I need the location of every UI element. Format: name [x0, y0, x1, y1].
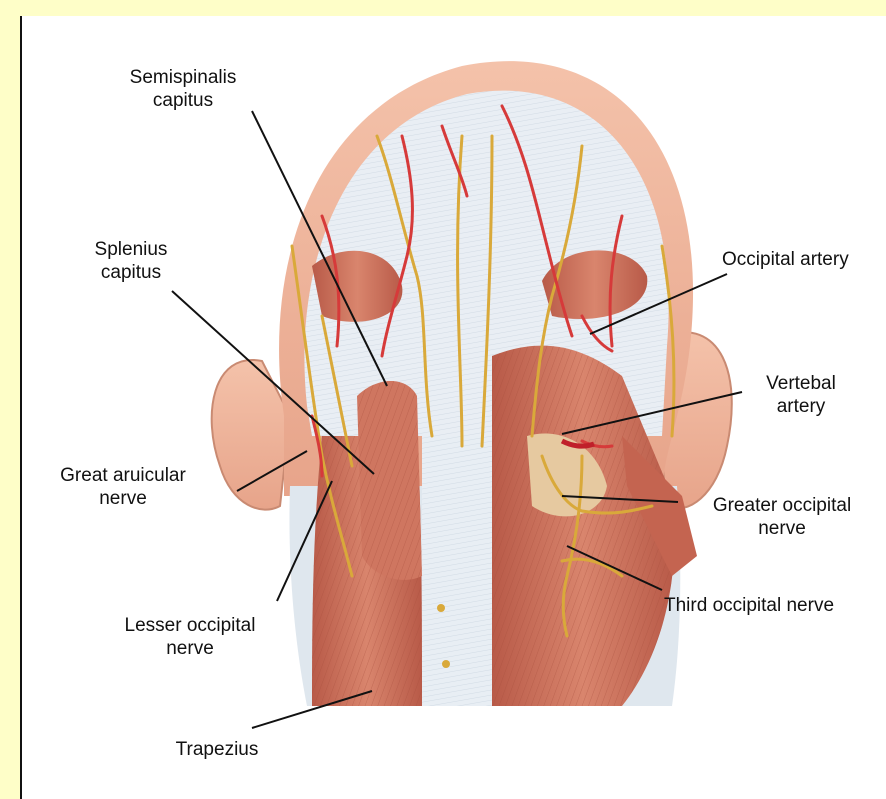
label-trapezius: Trapezius — [152, 738, 282, 761]
label-semispinalis-line1: Semispinalis — [108, 66, 258, 89]
label-lesser-occipital-line2: nerve — [110, 637, 270, 660]
label-great-auricular-nerve: Great aruicular nerve — [48, 464, 198, 510]
label-great-auricular-line1: Great aruicular — [48, 464, 198, 487]
label-semispinalis-capitus: Semispinalis capitus — [108, 66, 258, 112]
label-occipital-artery: Occipital artery — [722, 248, 886, 271]
label-greater-occipital-line1: Greater occipital — [687, 494, 877, 517]
label-splenius-line1: Splenius — [76, 238, 186, 261]
figure-panel: Semispinalis capitus Splenius capitus Gr… — [20, 16, 886, 799]
label-vertebral-line2: artery — [746, 395, 856, 418]
label-third-occipital-nerve: Third occipital nerve — [664, 594, 884, 617]
label-third-occipital-text: Third occipital nerve — [664, 594, 884, 617]
label-semispinalis-line2: capitus — [108, 89, 258, 112]
label-trapezius-text: Trapezius — [152, 738, 282, 761]
label-greater-occipital-line2: nerve — [687, 517, 877, 540]
label-vertebral-artery: Vertebal artery — [746, 372, 856, 418]
label-vertebral-line1: Vertebal — [746, 372, 856, 395]
label-splenius-line2: capitus — [76, 261, 186, 284]
label-lesser-occipital-nerve: Lesser occipital nerve — [110, 614, 270, 660]
label-splenius-capitus: Splenius capitus — [76, 238, 186, 284]
label-lesser-occipital-line1: Lesser occipital — [110, 614, 270, 637]
label-greater-occipital-nerve: Greater occipital nerve — [687, 494, 877, 540]
label-great-auricular-line2: nerve — [48, 487, 198, 510]
label-occipital-artery-text: Occipital artery — [722, 248, 886, 271]
left-ear — [212, 360, 290, 510]
